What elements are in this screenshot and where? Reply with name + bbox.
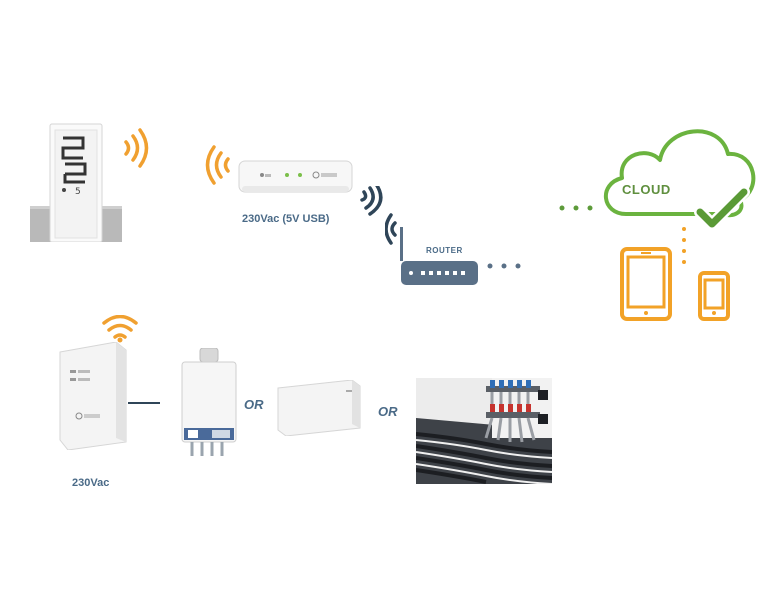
svg-text:5: 5 [75, 187, 81, 197]
gateway-power-label: 230Vac (5V USB) [242, 213, 330, 225]
boiler-device [178, 348, 240, 460]
thermostat-device: 5 [30, 120, 122, 242]
underfloor-heating-image [416, 378, 552, 484]
cloud-label: CLOUD [622, 182, 671, 197]
wifi-arc-icon [122, 128, 152, 168]
relay-device [56, 342, 128, 450]
cloud-icon [596, 114, 766, 234]
tablet-icon [620, 247, 672, 321]
relay-power-label: 230Vac [72, 477, 110, 489]
smartphone-icon [698, 271, 730, 321]
wifi-arc-icon [102, 315, 138, 343]
connector-line [128, 402, 160, 404]
or-label: OR [378, 404, 398, 419]
router-icon [385, 213, 480, 289]
fancoil-device [276, 380, 362, 436]
wifi-arc-icon [358, 186, 388, 216]
or-label: OR [244, 397, 264, 412]
connector-dots [558, 204, 598, 212]
gateway-device [238, 160, 353, 194]
router-label: ROUTER [426, 246, 463, 255]
connector-dots [486, 262, 526, 270]
connector-dots [681, 226, 687, 266]
wifi-arc-icon [202, 145, 232, 185]
